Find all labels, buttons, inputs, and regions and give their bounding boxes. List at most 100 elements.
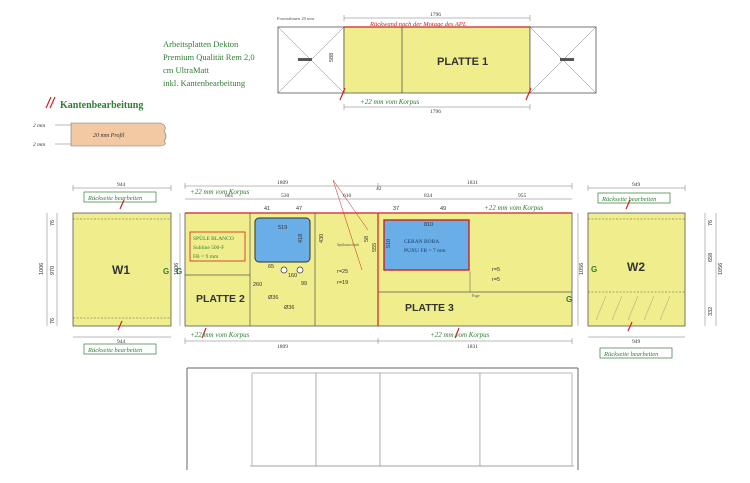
- platte2-g: G: [176, 267, 182, 276]
- legend-mm-bottom: 2 mm: [33, 142, 45, 148]
- legend-line-4: inkl. Kantenbearbeitung: [163, 78, 246, 88]
- platte3-width: 1831: [467, 180, 478, 186]
- platte2-korpus-top: +22 mm vom Korpus: [190, 188, 250, 196]
- p3-dim-49: 49: [440, 206, 446, 212]
- p2-dim-r25: r=25: [337, 269, 348, 275]
- w2-g: G: [591, 265, 597, 274]
- platte3-g: G: [566, 295, 572, 304]
- w2-dim-3: 658: [708, 253, 714, 262]
- main-plan: 1809 1831 +22 mm vom Korpus +22 mm vom K…: [174, 179, 585, 350]
- platte-2-label: PLATTE 2: [196, 293, 245, 305]
- p2-dim-530: 530: [281, 193, 290, 199]
- sink-info-3: FB = 9 mm: [193, 254, 219, 260]
- legend: Arbeitsplatten Dekton Premium Qualität R…: [33, 39, 255, 148]
- legend-mm-top: 2 mm: [33, 123, 45, 129]
- p3-r5-b: r=5: [492, 277, 500, 283]
- p2-dim-160: 160: [288, 273, 297, 279]
- w2-rueck-top: Rückseite bearbeiten: [601, 196, 656, 203]
- p2-dim-d36a: Ø36: [268, 295, 278, 301]
- w1-note-bottom: [83, 343, 157, 355]
- w2-width: 949: [632, 182, 641, 188]
- w1-g: G: [163, 267, 169, 276]
- p3-dim-810: 810: [424, 222, 433, 228]
- p3-dim-37: 37: [393, 206, 399, 212]
- sink-cutout: [254, 217, 311, 263]
- p2-dim-41: 41: [264, 206, 270, 212]
- w2-width-bottom: 949: [632, 339, 641, 345]
- p2-dim-661: 661: [225, 193, 234, 199]
- w2-note-bottom: [599, 347, 673, 359]
- sink-info-box: [189, 231, 246, 262]
- top-h-left: 588: [329, 53, 335, 62]
- p3-dim-1056: 1056: [579, 263, 585, 275]
- w1-panel: [72, 212, 172, 327]
- ceran-info-1: CERAN BORA: [404, 239, 439, 245]
- sink-info-1: SPÜLE BLANCO: [193, 235, 234, 242]
- w1-note-top: [83, 191, 157, 203]
- w2-note-top: [597, 192, 671, 204]
- w2-dim-1: 1056: [718, 263, 724, 275]
- ceran-cutout: [383, 219, 470, 271]
- legend-kantenbearbeitung: Kantenbearbeitung: [60, 100, 143, 111]
- platte2-korpus-bottom: +22 mm vom Korpus: [190, 331, 250, 339]
- w1-rueck-top: Rückseite bearbeiten: [87, 195, 142, 202]
- w1-dim-1: 1006: [39, 263, 45, 275]
- platte-1-panel: [343, 26, 531, 94]
- p3-dim-510: 510: [386, 239, 392, 248]
- p3-dim-955: 955: [518, 193, 527, 199]
- legend-line-1: Arbeitsplatten Dekton: [163, 39, 239, 49]
- platte2-width-bottom: 1809: [277, 344, 288, 350]
- top-view: Frontrahmen 20 mm 1796 Rückwand nach der…: [277, 12, 597, 115]
- legend-line-2: Premium Qualität Rem 2,0: [163, 52, 255, 62]
- p3-dim-834: 834: [424, 193, 433, 199]
- w2-label: W2: [627, 260, 645, 274]
- p2-dim-65: 65: [268, 264, 274, 270]
- platte-1-label: PLATTE 1: [437, 56, 488, 68]
- w1-dim-2: 76: [50, 220, 56, 226]
- platte2-width: 1809: [277, 180, 288, 186]
- legend-profil: 20 mm Profil: [93, 132, 125, 139]
- w1-dim-3: 970: [50, 266, 56, 275]
- top-korpus: +22 mm vom Korpus: [360, 98, 420, 106]
- p2-dim-d36b: Ø36: [284, 305, 294, 311]
- p3-dim-555: 555: [372, 243, 378, 252]
- sink-info-2: Subline 500-F: [193, 245, 224, 251]
- top-rueckwand: Rückwand nach der Motage des APL: [369, 21, 467, 28]
- platte3-korpus-bottom: +22 mm vom Korpus: [430, 331, 490, 339]
- p2-dim-519: 519: [278, 225, 287, 231]
- sink-ausschnitt: Spülausschnitt: [337, 243, 360, 247]
- w2-section: 949 Rückseite bearbeiten W2 G 76 658 332…: [587, 182, 724, 359]
- p3-dim-58: 58: [364, 236, 370, 242]
- w1-width-bottom: 944: [117, 339, 126, 345]
- w1-section: 944 Rückseite bearbeiten W1 G 1006 76 97…: [39, 182, 172, 355]
- platte3-korpus-top: +22 mm vom Korpus: [484, 204, 544, 212]
- w2-dim-2: 76: [708, 220, 714, 226]
- w2-rueck-bottom: Rückseite bearbeiten: [603, 351, 658, 358]
- tap-hole-2: [296, 266, 304, 274]
- p3-small: Fuge: [472, 294, 480, 298]
- p2-dim-616: 616: [343, 193, 352, 199]
- w1-width: 944: [117, 182, 126, 188]
- top-small-note: Frontrahmen 20 mm: [277, 16, 314, 21]
- w1-rueck-bottom: Rückseite bearbeiten: [87, 347, 142, 354]
- w2-panel: [587, 212, 686, 327]
- platte-3-label: PLATTE 3: [405, 302, 454, 314]
- p2-dim-430: 430: [319, 234, 325, 243]
- p3-dim-42: 42: [376, 186, 382, 192]
- p2-dim-99: 99: [301, 281, 307, 287]
- top-width: 1796: [430, 12, 441, 18]
- p2-dim-47: 47: [296, 206, 302, 212]
- p3-r5-a: r=5: [492, 267, 500, 273]
- top-width-bottom: 1796: [430, 109, 441, 115]
- front-elevation: [186, 367, 579, 470]
- platte3-width-bottom: 1831: [467, 344, 478, 350]
- p2-dim-1006: 1006: [174, 263, 180, 275]
- edge-profile-sample: [70, 122, 167, 147]
- legend-line-3: cm UltraMatt: [163, 65, 210, 75]
- w1-dim-4: 76: [50, 318, 56, 324]
- edge-mark-icon: [45, 96, 56, 109]
- tap-hole-1: [280, 266, 288, 274]
- w1-label: W1: [112, 263, 130, 277]
- ceran-info-2: PUXU FB = 7 mm: [404, 248, 446, 254]
